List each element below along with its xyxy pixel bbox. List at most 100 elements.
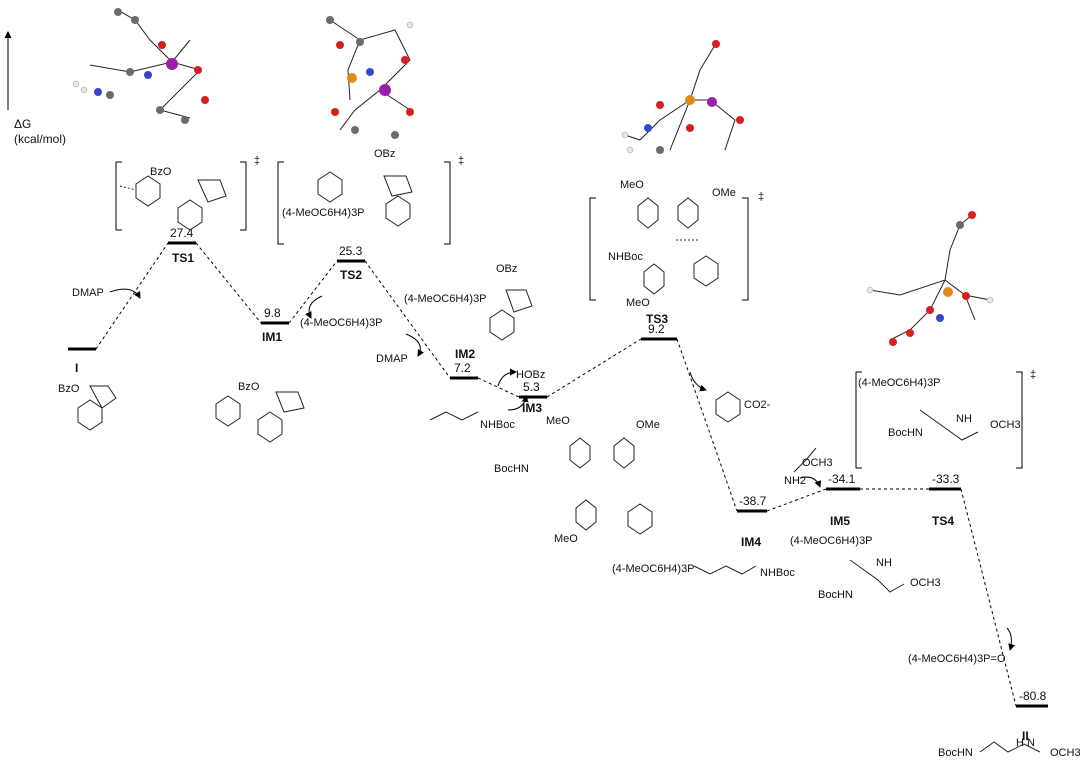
svg-text:NH2: NH2	[784, 475, 806, 487]
structure-II: BocHN H N OCH3	[938, 737, 1081, 759]
energy-IM5: -34.1	[828, 472, 856, 486]
ddagger-ts1: ‡	[254, 155, 260, 167]
svg-text:MeO: MeO	[554, 533, 578, 545]
bracket-ts1-left	[115, 161, 122, 231]
svg-text:(4-MeOC6H4)3P: (4-MeOC6H4)3P	[612, 563, 695, 575]
svg-text:NH: NH	[876, 557, 892, 569]
energy-IM1: 9.8	[264, 306, 281, 320]
reagent-phos1: (4-MeOC6H4)3P	[300, 317, 383, 329]
structure-IM2: OBz (4-MeOC6H4)3P	[404, 263, 533, 341]
structure-TS2: OBz (4-MeOC6H4)3P	[282, 148, 413, 227]
svg-text:MeO: MeO	[546, 415, 570, 427]
svg-text:BocHN: BocHN	[818, 589, 853, 601]
connector-IM3-TS3	[546, 338, 642, 398]
svg-text:NHBoc: NHBoc	[480, 419, 515, 431]
svg-text:BzO: BzO	[238, 381, 260, 393]
axis-label-dg: ΔG	[14, 117, 31, 131]
ddagger-ts4: ‡	[1030, 369, 1036, 381]
svg-text:OCH3: OCH3	[990, 419, 1021, 431]
connector-IM1-TS2	[288, 260, 338, 324]
svg-text:(4-MeOC6H4)3P: (4-MeOC6H4)3P	[790, 535, 873, 547]
connector-TS2-IM2	[364, 260, 451, 379]
name-IM3: IM3	[522, 401, 542, 415]
svg-text:BocHN: BocHN	[938, 747, 973, 759]
structure-acid: NHBoc	[429, 411, 515, 431]
svg-text:BzO: BzO	[150, 166, 172, 178]
reagent-phosphine-oxide: (4-MeOC6H4)3P=O	[908, 653, 1006, 665]
structure-IM5: (4-MeOC6H4)3P NH BocHN OCH3	[790, 535, 941, 601]
reagent-hobz: HOBz	[516, 369, 545, 381]
arrow-acid	[507, 395, 529, 411]
bracket-ts2-left	[277, 161, 284, 245]
name-TS2: TS2	[340, 268, 362, 282]
bracket-ts3-right	[742, 197, 749, 301]
arrow-phosphine-oxide	[1006, 627, 1016, 651]
svg-text:BocHN: BocHN	[494, 463, 529, 475]
bracket-ts3-left	[589, 197, 596, 301]
structure-I: BzO	[58, 383, 117, 431]
svg-text:MeO: MeO	[620, 179, 644, 191]
connector-TS1-IM1	[195, 242, 262, 324]
arrow-dmap1	[109, 288, 141, 299]
connector-TS3-IM4	[676, 338, 738, 512]
energy-TS4: -33.3	[932, 472, 960, 486]
name-TS4: TS4	[932, 514, 954, 528]
bracket-ts2-right	[444, 161, 451, 245]
bracket-ts4-right	[1016, 371, 1023, 469]
arrow-hobz	[497, 368, 517, 387]
energy-II: -80.8	[1019, 689, 1047, 703]
structure-iodobenzoate: CO2-	[715, 391, 771, 423]
svg-text:(4-MeOC6H4)3P: (4-MeOC6H4)3P	[404, 293, 487, 305]
arrow-glycine	[799, 476, 822, 488]
structure-IM1: BzO	[215, 381, 305, 443]
reagent-dmap2: DMAP	[376, 353, 408, 365]
svg-text:BocHN: BocHN	[888, 427, 923, 439]
connector-IM2-IM3	[477, 377, 520, 398]
structure-IM4: (4-MeOC6H4)3P NHBoc	[612, 563, 795, 579]
svg-text:H N: H N	[1016, 737, 1035, 749]
arrow-iodobenzoate	[689, 371, 707, 392]
svg-text:OCH3: OCH3	[802, 457, 833, 469]
energy-TS2: 25.3	[339, 244, 363, 258]
svg-text:OBz: OBz	[374, 148, 395, 160]
svg-text:MeO: MeO	[626, 297, 650, 309]
axis-label-unit: (kcal/mol)	[14, 132, 66, 146]
name-IM2: IM2	[455, 347, 475, 361]
connector-TS4-II	[960, 488, 1017, 707]
name-IM5: IM5	[830, 514, 850, 528]
name-I: I	[75, 361, 78, 375]
name-TS3: TS3	[646, 312, 668, 326]
svg-text:CO2-: CO2-	[744, 399, 771, 411]
bracket-ts4-left	[855, 371, 862, 469]
svg-text:(4-MeOC6H4)3P: (4-MeOC6H4)3P	[282, 207, 365, 219]
name-II: II	[1022, 729, 1029, 743]
svg-text:NHBoc: NHBoc	[608, 251, 643, 263]
model-ts1	[72, 8, 209, 124]
svg-text:OCH3: OCH3	[1050, 747, 1081, 759]
svg-text:(4-MeOC6H4)3P: (4-MeOC6H4)3P	[858, 377, 941, 389]
bracket-ts1-right	[240, 161, 247, 231]
connector-I-TS1	[95, 242, 169, 350]
energy-IM4: -38.7	[739, 494, 767, 508]
arrow-dmap2	[405, 333, 425, 357]
svg-text:OMe: OMe	[636, 419, 660, 431]
energy-TS3: 9.2	[648, 322, 665, 336]
name-IM4: IM4	[741, 535, 761, 549]
svg-text:BzO: BzO	[58, 383, 80, 395]
structure-TS4: (4-MeOC6H4)3P NH BocHN OCH3	[858, 377, 1021, 441]
reagent-dmap1: DMAP	[72, 287, 104, 299]
energy-IM3: 5.3	[523, 380, 540, 394]
model-ts2	[326, 16, 414, 139]
svg-text:NHBoc: NHBoc	[760, 567, 795, 579]
model-ts3	[621, 40, 744, 154]
name-TS1: TS1	[172, 251, 194, 265]
arrow-phos1	[305, 295, 323, 319]
svg-text:OCH3: OCH3	[910, 577, 941, 589]
energy-TS1: 27.4	[170, 226, 194, 240]
ddagger-ts2: ‡	[458, 155, 464, 167]
name-IM1: IM1	[262, 330, 282, 344]
structure-glycine-ester: NH2 OCH3	[784, 447, 833, 487]
connector-IM4-IM5	[766, 488, 827, 512]
